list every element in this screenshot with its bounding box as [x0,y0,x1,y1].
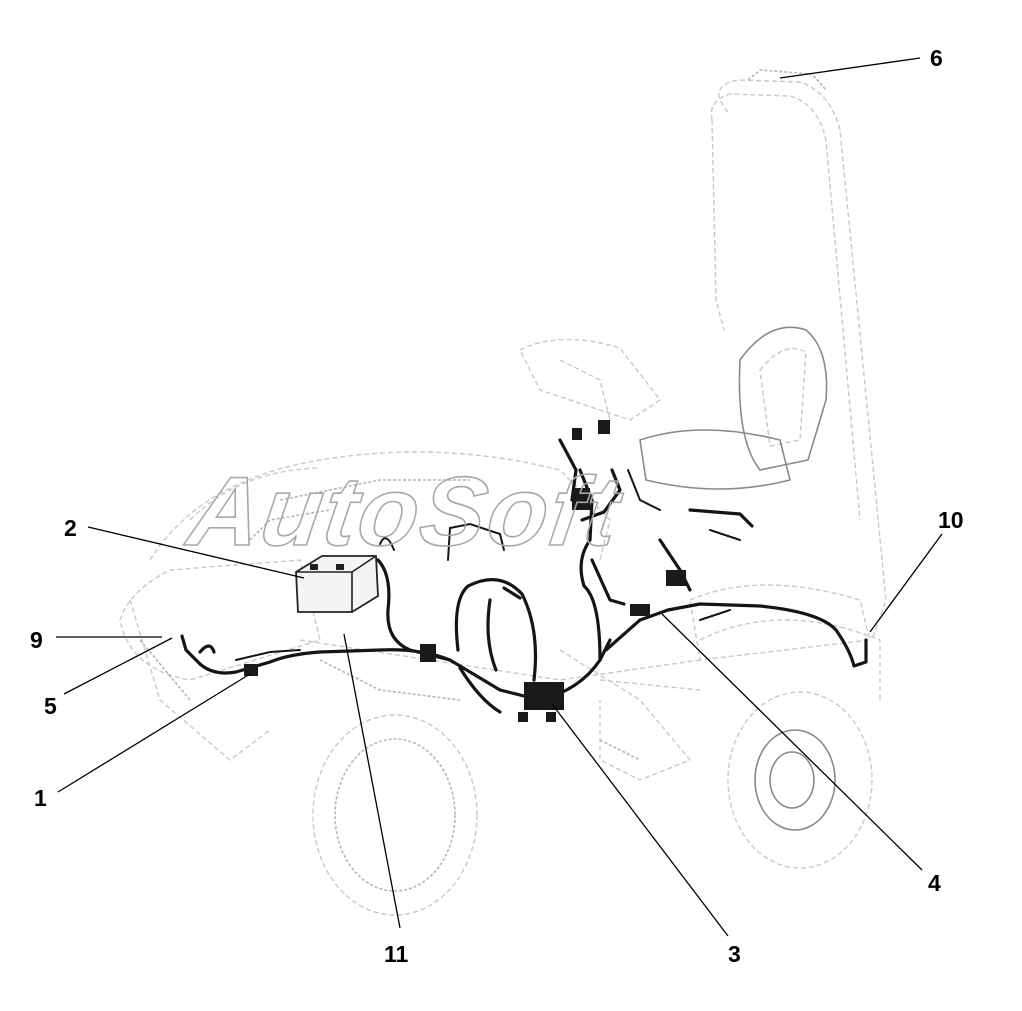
leader-1 [57,673,251,793]
leader-2 [87,526,305,579]
callout-3: 3 [728,941,741,967]
leader-3 [551,703,729,937]
wiring-harness [180,420,868,722]
callout-4: 4 [928,870,941,896]
battery [295,555,379,613]
leader-4 [661,613,923,871]
callout-11: 11 [384,941,409,967]
leader-6 [779,57,921,79]
callouts: 1 2 3 4 5 6 9 10 11 [30,45,964,967]
tractor-outline [119,69,887,916]
watermark: AutoSoft [179,456,629,565]
leader-11 [343,633,401,929]
leader-lines [56,57,943,937]
callout-1: 1 [34,785,47,811]
callout-2: 2 [64,515,77,541]
callout-5: 5 [44,693,57,719]
leader-5 [63,637,173,695]
callout-10: 10 [938,507,964,533]
callout-9: 9 [30,627,43,653]
callout-6: 6 [930,45,943,71]
leader-10 [869,533,943,633]
